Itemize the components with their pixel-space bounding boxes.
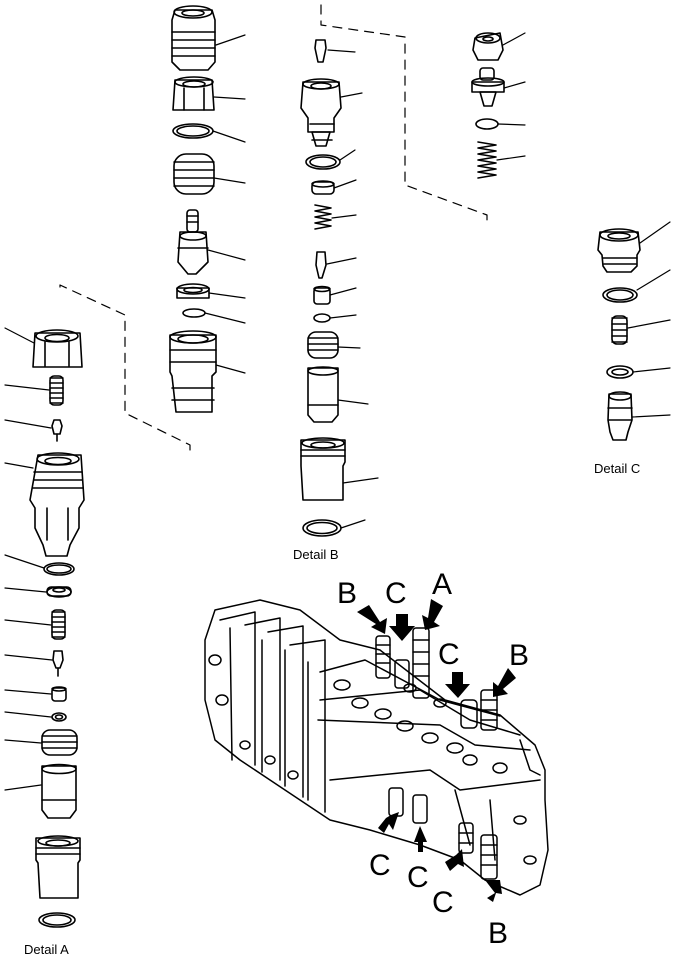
- top-stack-parts: [169, 5, 217, 413]
- callout-c-label: C: [369, 849, 391, 882]
- callout-c-label: C: [407, 861, 429, 894]
- detail-c-caption: Detail C: [594, 461, 640, 476]
- callout-arrows: [357, 599, 516, 902]
- detail-a-caption: Detail A: [24, 942, 69, 957]
- detail-a-parts: [29, 329, 85, 928]
- callout-c-label: C: [432, 886, 454, 919]
- top-stack-leader-lines: [204, 34, 246, 374]
- body-cartridges: [375, 627, 498, 880]
- callout-c-label: C: [438, 638, 460, 671]
- detail-b-parts: [300, 39, 346, 537]
- callout-b-label: B: [488, 917, 508, 950]
- control-valve-body: [204, 599, 549, 896]
- detail-c-parts: [597, 228, 641, 441]
- group-dashed-lines: [59, 4, 488, 453]
- top-right-leader-lines: [496, 32, 526, 161]
- detail-c-leader-lines: [627, 221, 671, 418]
- callout-a-label: A: [432, 568, 452, 601]
- detail-a-leader-lines: [4, 327, 53, 791]
- top-right-stack-parts: [471, 32, 505, 179]
- callout-b-label: B: [337, 577, 357, 610]
- callout-b-label: B: [509, 639, 529, 672]
- callout-c-label: C: [385, 577, 407, 610]
- callout-labels: B C A C B C C C B: [337, 568, 529, 950]
- detail-b-caption: Detail B: [293, 547, 339, 562]
- detail-b-leader-lines: [326, 49, 379, 529]
